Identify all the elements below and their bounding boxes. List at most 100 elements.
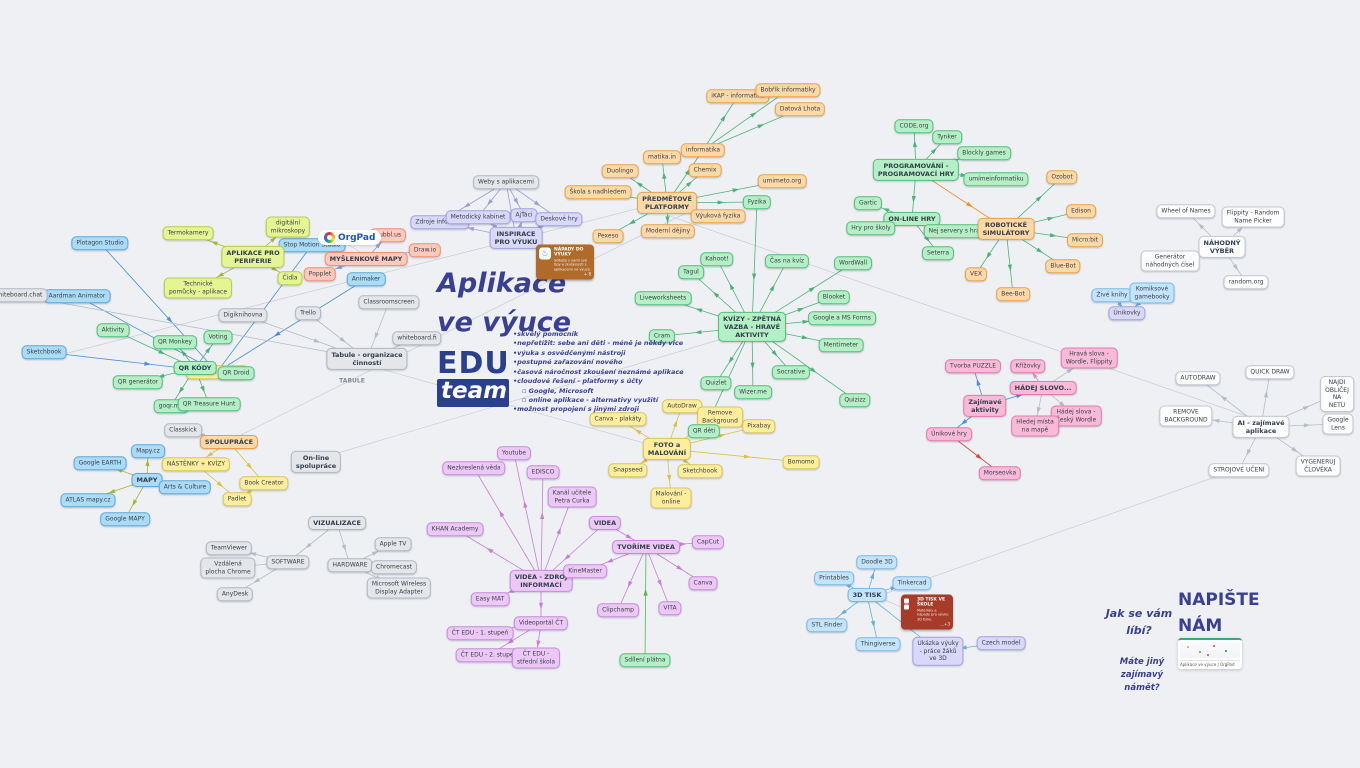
map-node-blockly[interactable]: Blockly games: [957, 146, 1011, 160]
map-node-morseovka[interactable]: Morseovka: [978, 466, 1022, 480]
map-node-umimeinf[interactable]: umímeinformatiku: [963, 172, 1029, 186]
map-node-livews[interactable]: Liveworksheets: [634, 291, 692, 305]
map-node-gamebooky[interactable]: Komiksové gamebooky: [1129, 282, 1175, 304]
map-node-vygeneruj[interactable]: VYGENERUJ ČLOVĚKA: [1295, 455, 1341, 477]
map-node-unikhry[interactable]: Únikové hry: [926, 427, 972, 441]
map-node-ai[interactable]: AI - zajímavé aplikace: [1232, 415, 1290, 439]
map-node-vizualizace[interactable]: VIZUALIZACE: [308, 515, 366, 531]
map-node-vita[interactable]: VITA: [658, 601, 682, 615]
map-node-blooket[interactable]: Blooket: [817, 290, 851, 304]
map-node-ctss[interactable]: ČT EDU - střední škola: [511, 647, 561, 669]
print3d-card[interactable]: 3D TISK VE ŠKOLE Materiály a nápady pro …: [901, 594, 953, 630]
map-node-wordwall[interactable]: WordWall: [834, 256, 872, 270]
map-node-inspirace[interactable]: INSPIRACE PRO VÝUKU: [489, 226, 543, 250]
map-node-nahodny[interactable]: NÁHODNÝ VÝBĚR: [1198, 235, 1246, 259]
map-node-onlinehry[interactable]: ON-LINE HRY: [883, 211, 941, 227]
map-node-kinemaster[interactable]: KineMaster: [563, 564, 607, 578]
map-node-hravaslova[interactable]: Hravá slova - Wordle, Flippity: [1060, 347, 1118, 369]
map-node-khan[interactable]: KHAN Academy: [426, 522, 484, 536]
map-node-doodle3d[interactable]: Doodle 3D: [856, 555, 898, 569]
map-node-youtube[interactable]: Youtube: [497, 446, 531, 460]
map-node-matikain[interactable]: matika.in: [643, 150, 681, 164]
map-node-socrative[interactable]: Socrative: [771, 365, 811, 379]
map-node-codeorg[interactable]: CODE.org: [894, 119, 934, 133]
map-node-foto[interactable]: FOTO a MALOVÁNÍ: [642, 437, 692, 461]
map-node-casnakviz[interactable]: Čas na kvíz: [764, 254, 810, 268]
map-node-whiteboardchat[interactable]: whiteboard.chat: [0, 288, 48, 302]
map-node-vex[interactable]: VEX: [964, 267, 988, 281]
map-node-stlfinder[interactable]: STL Finder: [806, 618, 848, 632]
inspiration-card[interactable]: ♨ NÁPADY DO VÝUKY Sdílejte s námi své ti…: [536, 244, 594, 280]
map-node-classkick[interactable]: Classkick: [164, 423, 202, 437]
map-node-videa[interactable]: VIDEA: [588, 515, 622, 531]
map-node-osmi[interactable]: Ukázka výuky - práce žáků ve 3D: [912, 636, 964, 666]
map-node-kvizy[interactable]: KVÍZY - ZPĚTNÁ VAZBA - HRAVÉ AKTIVITY: [718, 311, 786, 343]
map-node-tynker[interactable]: Tynker: [932, 130, 962, 144]
orgpad-embed-thumbnail[interactable]: Aplikace ve výuce | OrgPad: [1178, 638, 1242, 669]
map-node-nezkreslena[interactable]: Nezkreslená věda: [442, 461, 506, 475]
map-node-microbit[interactable]: Micro:bit: [1067, 233, 1103, 247]
map-node-hledejmista[interactable]: Hledej místa na mapě: [1011, 415, 1059, 437]
map-node-bobrik[interactable]: Bobřík informatiky: [755, 83, 821, 97]
map-node-sketchbook2[interactable]: Sketchbook: [677, 464, 723, 478]
map-node-digiknihovna[interactable]: Digiknihovna: [218, 308, 268, 322]
map-node-qrdroid[interactable]: QR Droid: [217, 366, 255, 380]
map-node-duolingo[interactable]: Duolingo: [601, 164, 639, 178]
map-node-randomorg[interactable]: random.org: [1223, 275, 1269, 289]
map-node-mysl[interactable]: MYŠLENKOVÉ MAPY: [324, 251, 408, 267]
map-node-snapseed[interactable]: Snapseed: [608, 463, 648, 477]
map-node-appletv[interactable]: Apple TV: [374, 537, 412, 551]
map-node-mapy[interactable]: MAPY: [131, 472, 163, 488]
map-node-robot[interactable]: ROBOTICKÉ SIMULÁTORY: [977, 217, 1035, 241]
map-node-qrgen[interactable]: QR generátor: [112, 375, 164, 389]
map-node-atlas[interactable]: ATLAS mapy.cz: [60, 493, 116, 507]
map-node-qr[interactable]: QR KÓDY: [173, 360, 217, 376]
map-node-vzdalena[interactable]: Vzdálená plocha Chrome: [200, 557, 256, 579]
map-node-trello[interactable]: Trello: [295, 306, 321, 320]
map-node-padlet[interactable]: Padlet: [222, 492, 252, 506]
map-node-classroomscreen[interactable]: Classroomscreen: [358, 295, 420, 309]
map-node-kanalucitele[interactable]: Kanál učitele Petra Curka: [547, 486, 597, 508]
map-node-pixabay[interactable]: Pixabay: [742, 419, 776, 433]
map-node-tagul[interactable]: Tagul: [678, 265, 704, 279]
map-node-clipchamp[interactable]: Clipchamp: [597, 603, 639, 617]
map-node-videoportal[interactable]: Videoportál ČT: [513, 616, 569, 630]
map-node-quizizz[interactable]: Quizizz: [839, 393, 871, 407]
map-node-autodrawf[interactable]: AutoDraw: [662, 399, 702, 413]
map-node-sdileni[interactable]: Sdílení plátna: [619, 653, 671, 667]
map-node-easymat[interactable]: Easy MAT: [470, 592, 510, 606]
map-node-fyzanim[interactable]: Výuková fyzika: [690, 209, 746, 223]
map-node-nadhledem[interactable]: Škola s nadhledem: [564, 185, 632, 199]
map-node-popplet[interactable]: Popplet: [303, 267, 337, 281]
map-node-malovani[interactable]: Malování - online: [650, 487, 692, 509]
map-node-mapycz[interactable]: Mapy.cz: [131, 444, 165, 458]
map-node-hadejcz[interactable]: Hádej slova - Český Wordle: [1050, 405, 1102, 427]
map-node-edison[interactable]: Edison: [1066, 204, 1096, 218]
map-node-software[interactable]: SOFTWARE: [266, 555, 310, 569]
map-node-glens[interactable]: Google Lens: [1322, 413, 1354, 435]
map-node-kahoot[interactable]: Kahoot!: [700, 252, 734, 266]
map-node-qrtreasure[interactable]: QR Treasure Hunt: [177, 397, 241, 411]
map-node-quizlet[interactable]: Quizlet: [700, 376, 732, 390]
map-node-autodraw2[interactable]: AUTODRAW: [1175, 371, 1221, 385]
map-node-andrawa[interactable]: Aardman Animator: [43, 289, 111, 303]
map-node-removebg2[interactable]: REMOVE BACKGROUND: [1159, 405, 1213, 427]
map-node-spoluprace[interactable]: SPOLUPRÁCE: [199, 434, 259, 450]
map-node-plakaty[interactable]: Canva - plakáty: [589, 412, 647, 426]
map-node-printables[interactable]: Printables: [814, 571, 854, 585]
map-node-capcut[interactable]: CapCut: [691, 535, 725, 549]
map-node-pexeso[interactable]: Pexeso: [592, 229, 624, 243]
map-node-hryskoly[interactable]: Hry pro školy: [846, 221, 896, 235]
map-node-artsculture[interactable]: Arts & Culture: [158, 480, 212, 494]
map-node-seterra[interactable]: Seterra: [921, 246, 955, 260]
map-node-generator[interactable]: Generátor náhodných čísel: [1140, 250, 1200, 272]
map-node-beebot[interactable]: Bee-Bot: [996, 287, 1030, 301]
map-node-flippityrnp[interactable]: Flippity - Random Name Picker: [1221, 206, 1285, 228]
map-node-deskove[interactable]: Deskové hry: [535, 212, 583, 226]
map-node-zajimave[interactable]: Zajímavé aktivity: [963, 394, 1007, 418]
map-node-plotagon[interactable]: Plotagon Studio: [71, 236, 129, 250]
map-node-aktivity[interactable]: Aktivity: [96, 323, 130, 337]
map-node-qrmonkey[interactable]: QR Monkey: [153, 335, 197, 349]
map-node-wheel[interactable]: Wheel of Names: [1156, 204, 1216, 218]
map-node-ct1[interactable]: ČT EDU - 1. stupeň: [446, 626, 514, 640]
